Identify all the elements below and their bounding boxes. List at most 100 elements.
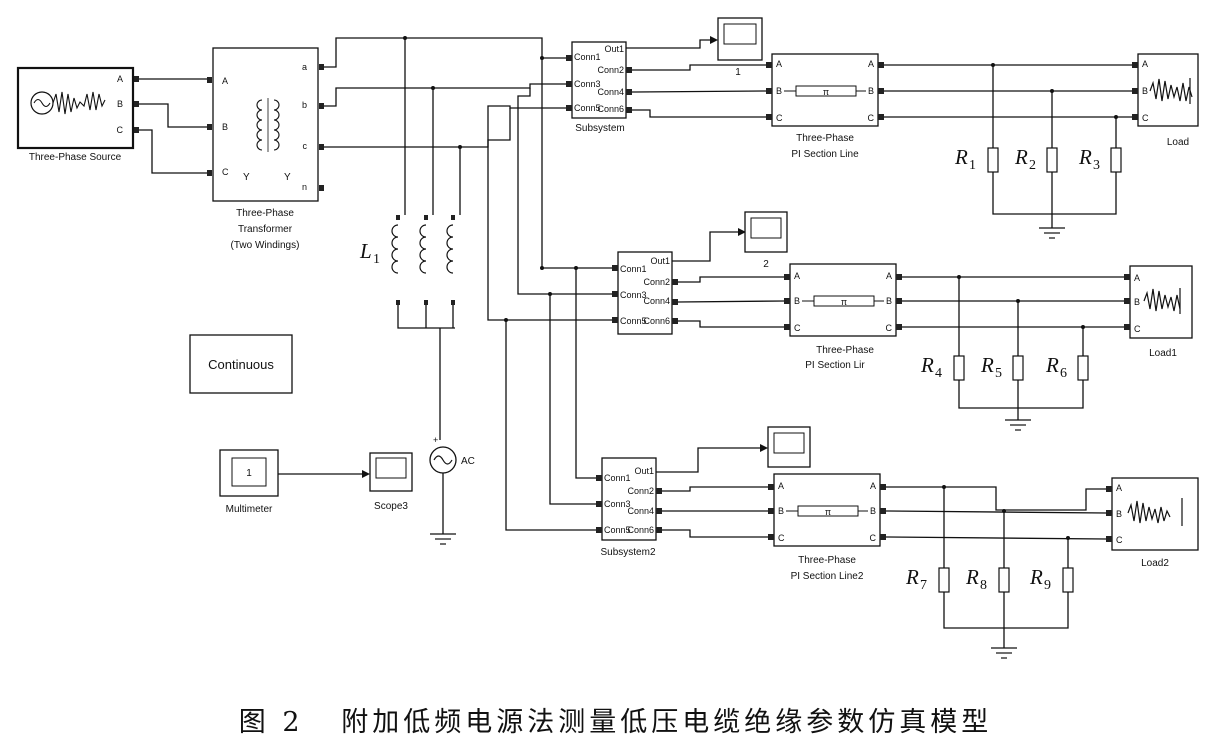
pi2-port-B-out: B — [886, 296, 892, 306]
load2-block[interactable]: A B C — [1106, 477, 1199, 551]
pi3-port-B: B — [778, 506, 784, 516]
sub3-conn6: Conn6 — [627, 525, 654, 535]
transformer-label-1: Three-Phase — [236, 208, 294, 219]
sub3-conn5: Conn5 — [604, 525, 631, 535]
pi-line-1-label-2: PI Section Line — [791, 149, 859, 160]
sub2-conn3: Conn3 — [620, 290, 647, 300]
load-port-C: C — [1142, 113, 1149, 123]
load2-port-C: C — [1116, 535, 1123, 545]
scope-2[interactable]: 2 — [672, 211, 788, 270]
source-port-c: C — [117, 125, 124, 135]
sub2-conn5: Conn5 — [620, 316, 647, 326]
pi3-symbol: π — [825, 507, 831, 517]
r6-sub: 6 — [1060, 366, 1067, 381]
r4-name: R — [920, 353, 934, 377]
scope-1-label: 1 — [735, 67, 741, 78]
subsystem-block[interactable]: Conn1 Conn3 Conn5 Out1 Conn2 Conn4 Conn6 — [566, 41, 632, 119]
scope3-label: Scope3 — [374, 501, 408, 512]
transformer-winding-1: Y — [243, 172, 250, 183]
scope-3[interactable] — [656, 426, 811, 473]
sub1-conn2: Conn2 — [597, 65, 624, 75]
pi1-port-B-out: B — [868, 86, 874, 96]
pi-line-2[interactable]: A B C A B C π — [784, 263, 902, 337]
continuous-block[interactable]: Continuous — [189, 334, 293, 394]
ac-plus: + — [433, 435, 438, 445]
transformer-label-3: (Two Windings) — [231, 240, 300, 251]
sub1-conn6: Conn6 — [597, 104, 624, 114]
sub1-conn4: Conn4 — [597, 87, 624, 97]
subsystem2-block[interactable]: Conn1 Conn3 Conn5 Out1 Conn2 Conn4 Conn6 — [596, 457, 662, 541]
load-block[interactable]: A B C — [1132, 53, 1199, 127]
load2-port-B: B — [1116, 509, 1122, 519]
r3-sub: 3 — [1093, 158, 1100, 173]
multimeter-display: 1 — [246, 468, 252, 479]
load1-port-B: B — [1134, 297, 1140, 307]
load-wires-2 — [902, 275, 1124, 431]
r4-sub: 4 — [935, 366, 942, 381]
subsystem-pi-wires — [631, 64, 785, 538]
transformer-port-B: B — [222, 122, 228, 132]
inductor-sub: 1 — [373, 252, 380, 267]
pi3-port-A: A — [778, 481, 784, 491]
r8-sub: 8 — [980, 578, 987, 593]
pi-line-3-label-2: PI Section Line2 — [791, 571, 864, 582]
load1-block[interactable]: A B C — [1124, 265, 1193, 339]
r6-name: R — [1045, 353, 1059, 377]
r7-sub: 7 — [920, 578, 927, 593]
pi-line-3-label-1: Three-Phase — [798, 555, 856, 566]
ac-label: AC — [461, 456, 475, 467]
scope-2-label: 2 — [763, 259, 769, 270]
source-port-a: A — [117, 74, 123, 84]
pi1-port-A-out: A — [868, 59, 874, 69]
pi3-port-C: C — [778, 533, 785, 543]
r5-sub: 5 — [995, 366, 1002, 381]
three-phase-source-block[interactable]: A B C — [16, 66, 139, 150]
sub2-conn4: Conn4 — [643, 296, 670, 306]
scope-1[interactable]: 1 — [626, 17, 763, 78]
pi2-port-A: A — [794, 271, 800, 281]
pi2-port-C: C — [794, 323, 801, 333]
pi3-port-C-out: C — [870, 533, 877, 543]
r8-name: R — [965, 565, 979, 589]
pi-line-3[interactable]: A B C A B C π — [768, 473, 886, 547]
sub3-conn1: Conn1 — [604, 473, 631, 483]
multimeter-block[interactable]: 1 — [219, 449, 279, 497]
pi1-symbol: π — [823, 87, 829, 97]
transformer-winding-2: Y — [284, 172, 291, 183]
ac-source[interactable]: + AC — [429, 435, 475, 545]
transformer-port-b: b — [302, 100, 307, 110]
sub1-conn5: Conn5 — [574, 103, 601, 113]
r3-name: R — [1078, 145, 1092, 169]
pi-line-1-label-1: Three-Phase — [796, 133, 854, 144]
sub2-out1: Out1 — [650, 256, 670, 266]
pi-line-1[interactable]: A B C A B C π — [766, 53, 884, 127]
transformer-port-a: a — [302, 62, 307, 72]
inductor-bank — [391, 36, 462, 440]
pi2-port-A-out: A — [886, 271, 892, 281]
load2-label: Load2 — [1141, 558, 1169, 569]
pi1-port-B: B — [776, 86, 782, 96]
sub3-out1: Out1 — [634, 466, 654, 476]
pi1-port-C: C — [776, 113, 783, 123]
phase-buses — [324, 37, 612, 531]
load-wires-1 — [884, 63, 1132, 239]
subsystem1-block[interactable]: Conn1 Conn3 Conn5 Out1 Conn2 Conn4 Conn6 — [612, 251, 678, 335]
sub1-out1: Out1 — [604, 44, 624, 54]
subsystem2-label: Subsystem2 — [600, 547, 655, 558]
sub1-conn3: Conn3 — [574, 79, 601, 89]
transformer-port-C: C — [222, 167, 229, 177]
inductor-name: L — [359, 239, 372, 263]
scope3-block[interactable] — [369, 452, 413, 492]
r2-sub: 2 — [1029, 158, 1036, 173]
transformer-block[interactable]: A B C a b c n Y Y — [207, 47, 324, 202]
load1-label: Load1 — [1149, 348, 1177, 359]
figure-caption: 图 2 附加低频电源法测量低压电缆绝缘参数仿真模型 — [238, 707, 993, 738]
transformer-port-n: n — [302, 182, 307, 192]
transformer-port-A: A — [222, 76, 228, 86]
pi1-port-A: A — [776, 59, 782, 69]
load1-port-A: A — [1134, 273, 1140, 283]
load-port-A: A — [1142, 59, 1148, 69]
r1-name: R — [954, 145, 968, 169]
